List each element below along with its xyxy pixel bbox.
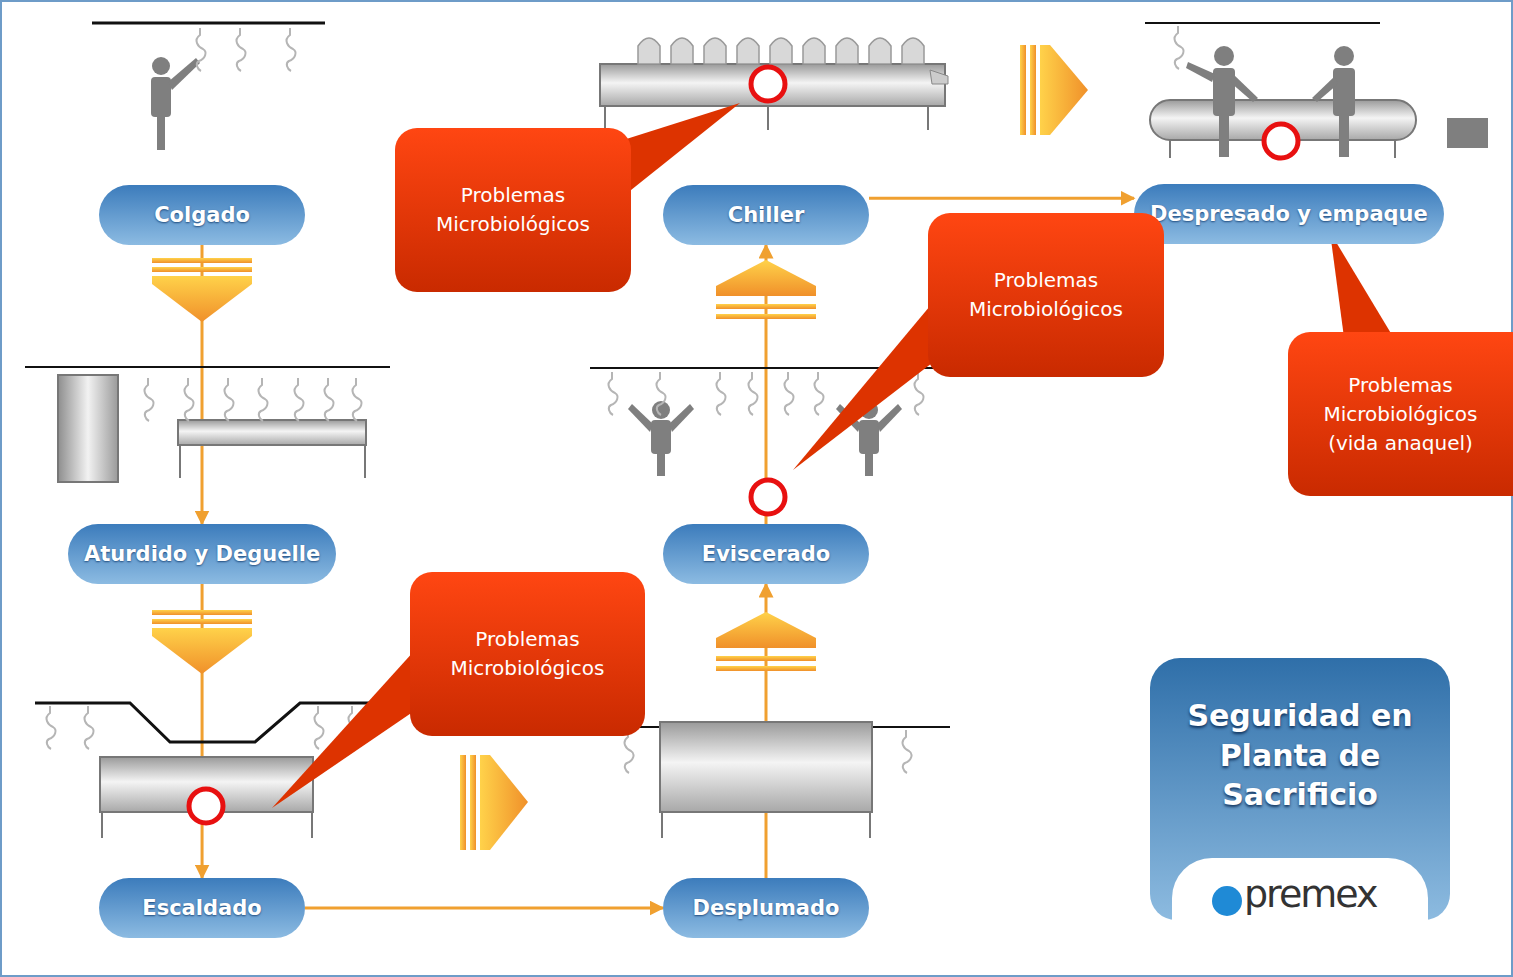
step-label: Chiller (728, 204, 805, 227)
chilled-bird (671, 38, 693, 64)
process-step: Aturdido y Deguelle (68, 524, 336, 584)
chilled-bird (902, 38, 924, 64)
flow-chevron (716, 260, 816, 319)
flow-connector (305, 907, 663, 910)
hanging-bird (47, 706, 56, 749)
step-label: Despresado y empaque (1150, 203, 1428, 226)
hanging-bird (657, 372, 666, 415)
chilled-bird (737, 38, 759, 64)
hanging-bird (325, 378, 334, 421)
step-label: Desplumado (693, 897, 840, 920)
flow-chevron (460, 755, 528, 850)
hazard-point (189, 67, 1298, 823)
process-step: Colgado (99, 185, 305, 245)
worker (151, 57, 200, 150)
box-package (1447, 118, 1488, 148)
hanging-birds (47, 26, 1184, 773)
trough-legs (180, 445, 365, 478)
hanging-bird (353, 378, 362, 421)
bleeding-trough (178, 420, 366, 445)
rail (92, 22, 325, 25)
problem-callout: Problemas Microbiológicos (395, 128, 631, 292)
chiller-birds (638, 38, 924, 64)
process-step: Despresado y empaque (1134, 184, 1444, 244)
title: Seguridad en Planta de Sacrificio (1150, 696, 1450, 815)
stunner-cabinet (58, 375, 118, 482)
chiller-tank (600, 64, 945, 106)
worker (1186, 46, 1355, 157)
chilled-bird (770, 38, 792, 64)
process-step: Chiller (663, 185, 869, 245)
rail (1145, 22, 1380, 24)
callout-text: Problemas Microbiológicos (405, 181, 621, 239)
hanging-bird (259, 378, 268, 421)
step-label: Eviscerado (702, 543, 830, 566)
hanging-bird (815, 372, 824, 415)
chilled-bird (836, 38, 858, 64)
hanging-bird (197, 28, 206, 71)
process-step: Eviscerado (663, 524, 869, 584)
step-label: Escaldado (142, 897, 261, 920)
hanging-bird (287, 28, 296, 71)
hanging-bird (915, 372, 924, 415)
hanging-bird (625, 730, 634, 773)
hanging-bird (315, 706, 324, 749)
hanging-bird (85, 706, 94, 749)
plucker (660, 722, 872, 812)
problem-callout: Problemas Microbiológicos (410, 572, 645, 736)
flow-chevron (152, 258, 252, 322)
hanging-bird (1175, 26, 1184, 69)
chilled-bird (869, 38, 891, 64)
hanging-bird (609, 372, 618, 415)
step-label: Aturdido y Deguelle (84, 543, 320, 566)
hanging-bird (145, 378, 154, 421)
logo-text: premex (1244, 872, 1377, 916)
rail (25, 366, 390, 368)
chilled-bird (803, 38, 825, 64)
step-label: Colgado (154, 204, 250, 227)
flow-connector (869, 197, 1134, 200)
logo-dot (1212, 886, 1242, 916)
flow-chevron (1020, 45, 1088, 135)
problem-callout: Problemas Microbiológicos (928, 213, 1164, 377)
hanging-bird (749, 372, 758, 415)
callout-text: Problemas Microbiológicos (vida anaquel) (1298, 371, 1503, 458)
callout-text: Problemas Microbiológicos (420, 625, 635, 683)
tank-legs (605, 106, 928, 130)
chilled-bird (704, 38, 726, 64)
rail (872, 726, 950, 728)
flow-chevron (716, 612, 816, 671)
flow-chevron (152, 610, 252, 674)
chiller-outlet (930, 70, 948, 84)
chilled-bird (638, 38, 660, 64)
problem-callout: Problemas Microbiológicos (vida anaquel) (1288, 332, 1513, 496)
process-step: Desplumado (663, 878, 869, 938)
hanging-bird (225, 378, 234, 421)
hanging-bird (237, 28, 246, 71)
hanging-bird (785, 372, 794, 415)
hanging-bird (717, 372, 726, 415)
hanging-bird (903, 730, 912, 773)
hanging-bird (185, 378, 194, 421)
callout-text: Problemas Microbiológicos (938, 266, 1154, 324)
hanging-bird (295, 378, 304, 421)
plucker-legs (662, 812, 870, 838)
process-step: Escaldado (99, 878, 305, 938)
